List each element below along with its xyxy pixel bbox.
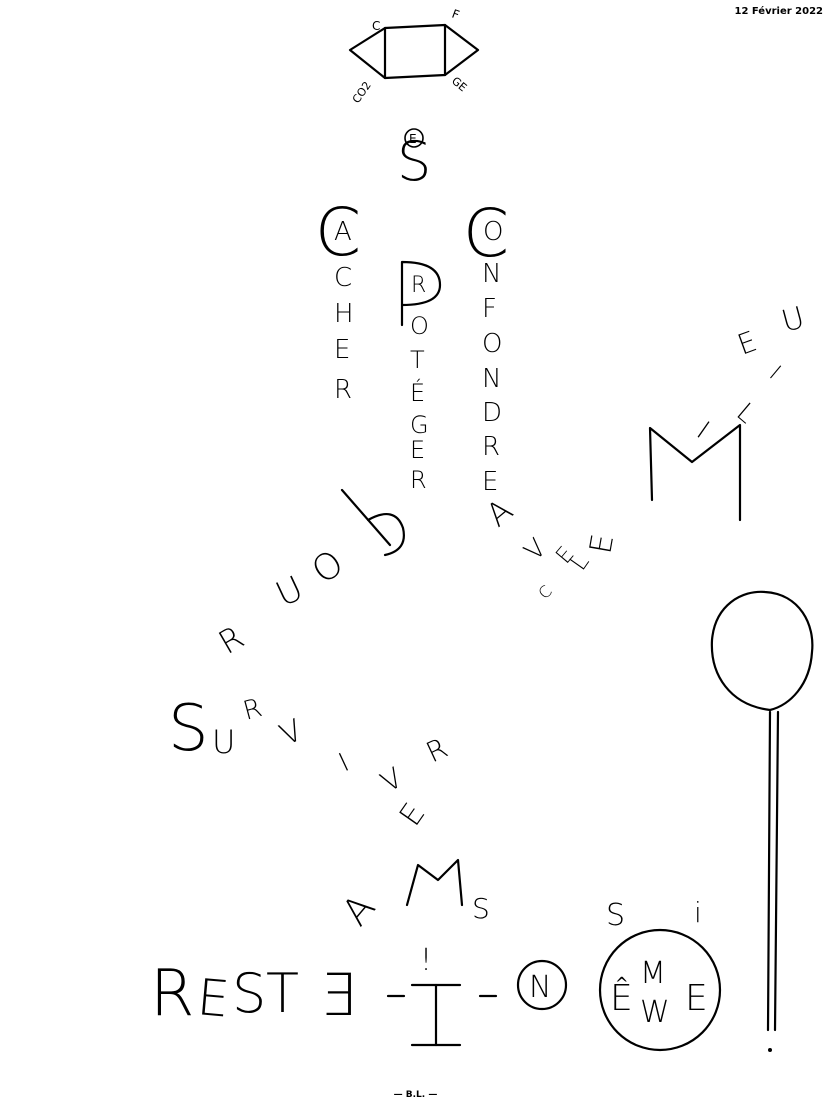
meme-letter-m: M <box>640 956 666 991</box>
survivre-letter-u: U <box>212 723 235 761</box>
word-survivre: S U R V I V R E <box>168 692 453 833</box>
survivre-letter-v2: V <box>375 761 408 799</box>
cacher-letter-3: E <box>334 335 350 365</box>
cacher-letter-c: C <box>315 194 361 271</box>
cacher-letter-a: A <box>334 217 352 247</box>
avec-letter-v: V <box>519 533 553 567</box>
mais-exclamation: ! <box>420 943 432 978</box>
exclamation-head <box>710 590 814 712</box>
milieu-letter-m <box>648 423 742 522</box>
pour-letter-u: U <box>270 568 309 615</box>
meme-letter-w: W <box>640 995 670 1030</box>
avec-letter-c: C <box>534 581 555 602</box>
survivre-letter-r2: R <box>421 731 453 769</box>
word-pour: O U R <box>212 488 405 662</box>
proteger-letter-6: R <box>410 466 427 494</box>
mais-letter-m <box>405 858 464 907</box>
exclamation-stem-right <box>773 710 780 1032</box>
cacher-letter-2: H <box>334 299 354 329</box>
signature: — B.L. — <box>393 1090 438 1100</box>
reste-letter-r: R <box>150 957 194 1031</box>
se-letter-e: E <box>409 132 417 146</box>
exclamation-stem-left <box>766 710 772 1032</box>
big-exclamation <box>710 590 814 1052</box>
cocon-letter-ge: GE <box>449 74 469 94</box>
meme-letter-e: E <box>685 978 708 1019</box>
word-confondre: C O N F O N D R E <box>463 195 509 497</box>
word-cacher: C A C H E R <box>315 194 361 405</box>
proteger-letter-2: T <box>410 346 425 374</box>
reste-letter-e: E <box>195 968 232 1029</box>
milieu-letter-l2: L <box>731 397 761 429</box>
mais-letter-s: S <box>472 892 490 925</box>
cocon-letter-f: F <box>450 7 461 23</box>
word-meme: S i Ê M W E <box>598 896 722 1052</box>
pour-letter-p <box>340 488 405 557</box>
proteger-letter-4: G <box>410 411 429 439</box>
survivre-letter-i: I <box>334 748 354 778</box>
confondre-letter-6: R <box>482 432 500 462</box>
reste-letter-t: T <box>266 962 299 1025</box>
word-en: N <box>516 959 568 1011</box>
se-circle <box>404 128 424 148</box>
milieu-letter-i2: I <box>764 361 785 384</box>
meme-letter-i: i <box>694 896 702 929</box>
cocon-letter-c-top: C <box>372 19 380 33</box>
en-letter-n: N <box>529 970 551 1005</box>
pour-letter-o: O <box>305 543 352 593</box>
milieu-letter-u: U <box>778 300 808 339</box>
confondre-letter-5: D <box>482 398 502 428</box>
confondre-letter-3: O <box>482 329 502 359</box>
milieu-letter-i1: I <box>691 416 714 445</box>
word-avec: A V E C <box>479 491 580 603</box>
survivre-letter-e: E <box>393 797 433 833</box>
hexagon-outline <box>348 23 480 80</box>
word-reste: R E S T E <box>150 957 358 1031</box>
date-label: 12 Février 2022 <box>734 6 823 17</box>
en-circle <box>516 959 568 1011</box>
milieu-letter-e2: E <box>733 325 761 362</box>
milieu-letter-e1: E <box>583 532 621 557</box>
confondre-letter-2: F <box>482 294 497 324</box>
proteger-letter-p <box>400 260 442 327</box>
survivre-letter-s: S <box>168 692 209 766</box>
cacher-letter-1: C <box>334 263 352 293</box>
meme-circle <box>598 928 722 1052</box>
pour-letter-r: R <box>212 618 250 662</box>
word-le-milieu: L E I L I E U <box>564 300 808 575</box>
milieu-letter-l1: L <box>564 548 595 575</box>
proteger-letter-5: E <box>410 436 425 464</box>
confondre-letter-c: C <box>463 195 509 272</box>
mais-letter-a: A <box>333 886 383 934</box>
confondre-letter-4: N <box>482 364 501 394</box>
confondre-letter-1: N <box>482 259 501 289</box>
confondre-letter-o: O <box>483 217 503 247</box>
proteger-letter-r: R <box>411 273 426 298</box>
reste-letter-s: S <box>232 962 266 1025</box>
word-proteger: R O T É G E R <box>400 260 442 494</box>
meme-letter-ehat: Ê <box>610 977 633 1019</box>
proteger-letter-1: O <box>410 312 429 340</box>
reste-letter-e2: E <box>321 961 358 1029</box>
cocon-hexagon: C F CO2 GE <box>348 7 480 106</box>
cocon-letter-co2: CO2 <box>350 79 374 106</box>
se-letter-s: S <box>397 130 431 193</box>
word-se: S E <box>397 128 431 193</box>
avec-letter-a: A <box>479 491 520 534</box>
t-cross <box>386 983 498 1047</box>
exclamation-dot <box>768 1048 772 1052</box>
meme-letter-s: S <box>606 898 625 933</box>
survivre-letter-r: R <box>240 693 265 727</box>
cacher-letter-4: R <box>334 375 352 405</box>
confondre-letter-7: E <box>482 467 498 497</box>
survivre-letter-v1: V <box>275 713 308 753</box>
proteger-letter-3: É <box>410 378 425 407</box>
